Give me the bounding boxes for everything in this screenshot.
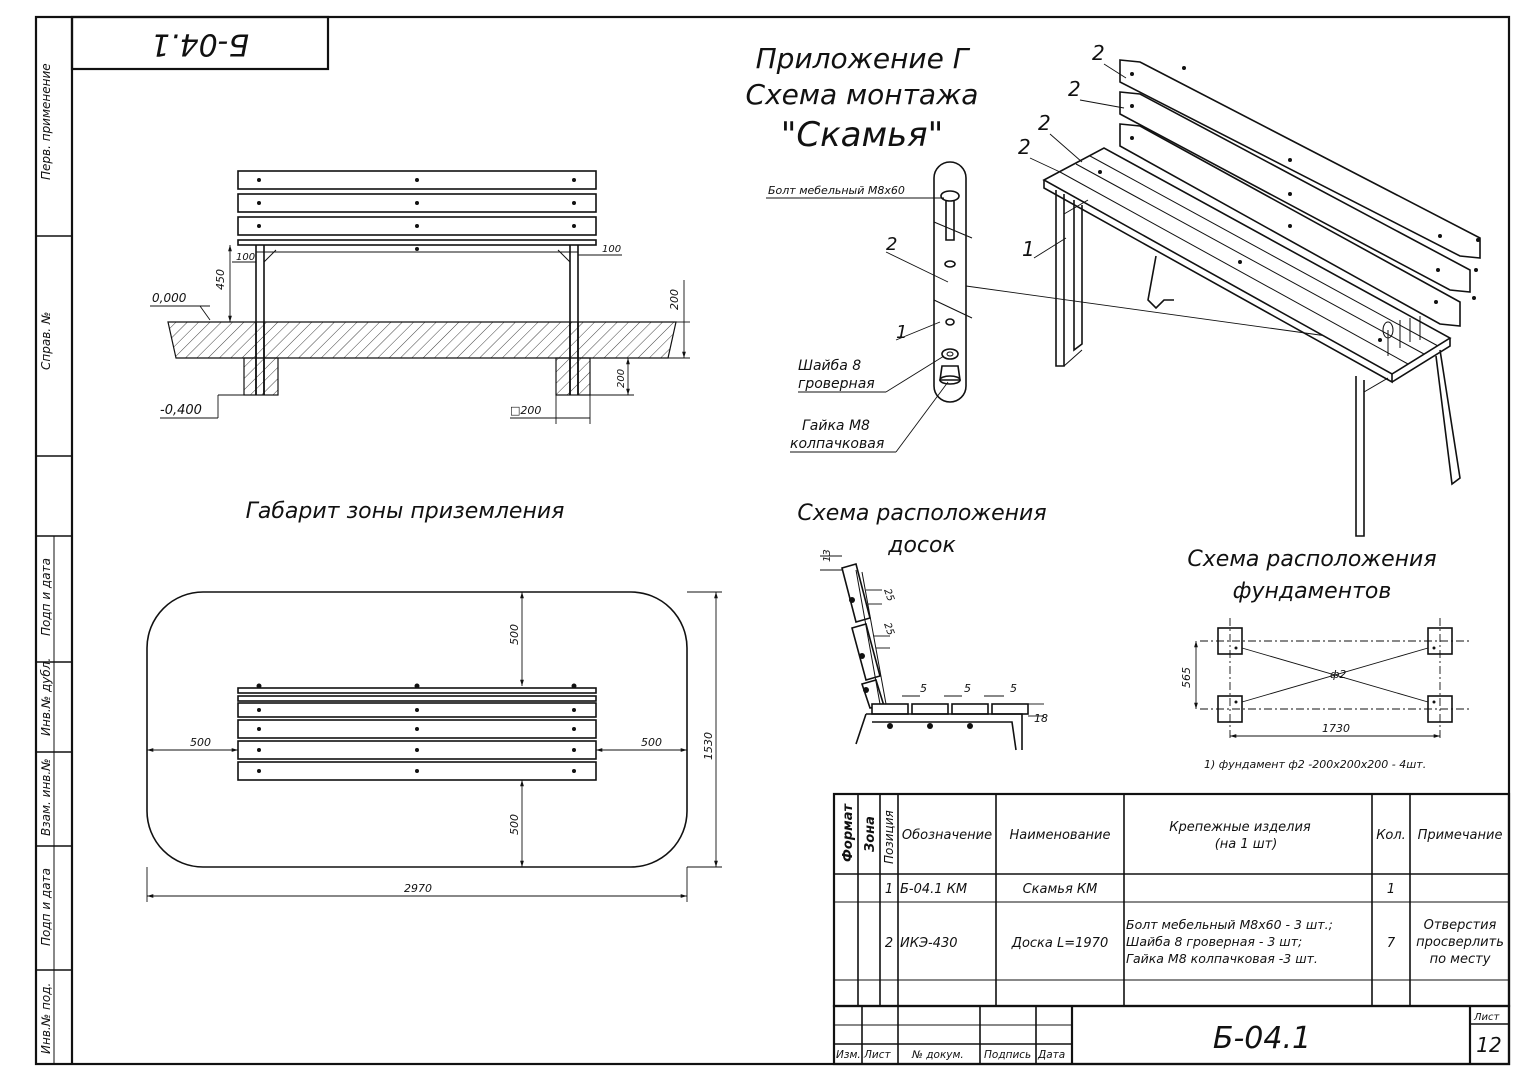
side-label-inv-pod: Инв.№ под. xyxy=(39,983,53,1054)
spec-row1-qty: 1 xyxy=(1387,882,1395,897)
hardware-detail: Болт мебельный М8х60 2 1 Шайба 8 гроверн… xyxy=(766,161,1371,453)
front-seat-edge xyxy=(237,239,597,246)
spec-row1-name: Скамья КМ xyxy=(1023,882,1098,897)
iso-label-2d: 2 xyxy=(1018,135,1031,159)
title-line-2: Схема монтажа xyxy=(746,78,979,111)
stamp-data: Дата xyxy=(1037,1049,1065,1061)
iso-label-2c: 2 xyxy=(1038,111,1051,135)
foundation-mark: ф2 xyxy=(1330,668,1346,681)
foundation-scheme: Схема расположения фундаментов ф2 565 17… xyxy=(1180,547,1470,771)
spec-row2-fasten-2: Шайба 8 гроверная - 3 шт; xyxy=(1126,934,1302,949)
spec-row2-name: Доска L=1970 xyxy=(1011,936,1108,951)
spec-hdr-zone: Зона xyxy=(863,816,878,852)
spec-row2-note-2: просверлить xyxy=(1416,935,1504,950)
spec-row2-fasten-1: Болт мебельный М8х60 - 3 шт.; xyxy=(1126,917,1333,932)
foundation-dim-1730: 1730 xyxy=(1322,722,1350,735)
corner-code-box: Б-04.1 xyxy=(70,15,330,71)
spec-row2-oboz: ИКЭ-430 xyxy=(900,936,958,951)
boards-title-1: Схема расположения xyxy=(797,501,1046,526)
stamp-ndoc: № докум. xyxy=(911,1049,964,1061)
dim-100-right: 100 xyxy=(602,244,621,255)
iso-label-1: 1 xyxy=(1022,237,1035,261)
title-line-3: "Скамья" xyxy=(781,115,944,155)
spec-hdr-name: Наименование xyxy=(1009,828,1110,843)
iso-bench-view: 2 2 2 2 1 xyxy=(1018,41,1481,537)
spec-row1-pos: 1 xyxy=(885,882,893,897)
spec-hdr-oboz: Обозначение xyxy=(902,828,992,843)
dim-450: 450 xyxy=(214,269,227,290)
boards-dim-13: 13 xyxy=(822,549,833,562)
zone-dim-left: 500 xyxy=(190,736,211,749)
zone-dim-bottom: 500 xyxy=(508,814,521,835)
boards-dim-5b: 5 xyxy=(964,682,971,695)
label-washer-2: гроверная xyxy=(798,376,875,392)
dim-200-side: 200 xyxy=(616,369,627,388)
stamp-sheet-number: 12 xyxy=(1476,1033,1501,1057)
stamp-doc-code: Б-04.1 xyxy=(1213,1021,1311,1056)
ground-zone-title: Габарит зоны приземления xyxy=(246,499,565,524)
foundation-title-1: Схема расположения xyxy=(1187,547,1436,572)
spec-row1-oboz: Б-04.1 КМ xyxy=(900,882,967,897)
side-label-sprav: Справ. № xyxy=(39,312,53,370)
boards-title-2: досок xyxy=(887,533,956,558)
stamp-list: Лист xyxy=(863,1049,891,1061)
boards-scheme: Схема расположения досок 13 25 25 5 5 5 xyxy=(797,501,1048,751)
dim-200-top: 200 xyxy=(668,289,681,310)
spec-hdr-fasten-1: Крепежные изделия xyxy=(1169,820,1311,835)
label-bolt: Болт мебельный М8х60 xyxy=(768,184,905,197)
side-strip-labels: Перв. применение Справ. № Подп и дата Ин… xyxy=(39,63,53,1054)
stamp-izm: Изм. xyxy=(836,1049,861,1061)
side-label-podp2: Подп и дата xyxy=(39,868,53,946)
label-nut-2: колпачковая xyxy=(790,436,884,452)
spec-table: Формат Зона Позиция Обозначение Наименов… xyxy=(832,792,1511,1008)
zone-dim-top: 500 xyxy=(508,624,521,645)
sheet-frame xyxy=(34,15,1511,1066)
level-minus: -0,400 xyxy=(160,403,202,418)
side-label-inv-dubl: Инв.№ дубл. xyxy=(39,658,53,736)
title-stamp: Изм. Лист № докум. Подпись Дата Б-04.1 Л… xyxy=(832,1004,1511,1066)
ground-zone-plan: Габарит зоны приземления 500 500 500 500… xyxy=(146,499,722,902)
front-view: 0,000 -0,400 450 100 100 200 200 □200 xyxy=(150,170,690,424)
zone-dim-height: 1530 xyxy=(702,732,715,760)
foundation-dim-565: 565 xyxy=(1180,667,1193,688)
drawing-title: Приложение Г Схема монтажа "Скамья" xyxy=(746,42,979,155)
foundation-note: 1) фундамент ф2 -200х200х200 - 4шт. xyxy=(1204,758,1426,771)
spec-row2-qty: 7 xyxy=(1387,936,1396,951)
spec-hdr-qty: Кол. xyxy=(1376,828,1406,843)
spec-hdr-fasten-2: (на 1 шт) xyxy=(1215,837,1278,852)
hw-pos-2: 2 xyxy=(886,234,897,255)
dim-100-left: 100 xyxy=(236,252,255,263)
dim-square: □200 xyxy=(510,404,541,417)
iso-label-2a: 2 xyxy=(1092,41,1105,65)
spec-row2-pos: 2 xyxy=(885,936,893,951)
level-zero: 0,000 xyxy=(152,291,187,305)
iso-label-2b: 2 xyxy=(1068,77,1081,101)
spec-hdr-note: Примечание xyxy=(1418,828,1503,843)
boards-dim-25a: 25 xyxy=(881,587,896,603)
stamp-podpis: Подпись xyxy=(984,1049,1031,1061)
stamp-sheet-label: Лист xyxy=(1473,1012,1501,1023)
hw-pos-1: 1 xyxy=(896,322,907,343)
zone-dim-right: 500 xyxy=(641,736,662,749)
side-label-vzam: Взам. инв.№ xyxy=(39,758,53,836)
spec-hdr-pos: Позиция xyxy=(882,810,896,864)
title-line-1: Приложение Г xyxy=(756,42,971,75)
spec-hdr-format: Формат xyxy=(841,802,856,862)
label-nut-1: Гайка М8 xyxy=(802,418,870,434)
side-label-perv: Перв. применение xyxy=(39,63,53,180)
boards-dim-18: 18 xyxy=(1034,712,1048,725)
foundation-title-2: фундаментов xyxy=(1233,579,1392,604)
boards-dim-25b: 25 xyxy=(881,621,896,637)
side-label-podp1: Подп и дата xyxy=(39,558,53,636)
spec-row2-fasten-3: Гайка М8 колпачковая -3 шт. xyxy=(1126,951,1318,966)
boards-dim-5a: 5 xyxy=(920,682,927,695)
corner-code: Б-04.1 xyxy=(151,27,249,62)
zone-dim-width: 2970 xyxy=(404,882,432,895)
label-washer-1: Шайба 8 xyxy=(798,358,861,374)
spec-row2-note-3: по месту xyxy=(1430,952,1491,967)
spec-row2-note-1: Отверстия xyxy=(1424,918,1497,933)
boards-dim-5c: 5 xyxy=(1010,682,1017,695)
